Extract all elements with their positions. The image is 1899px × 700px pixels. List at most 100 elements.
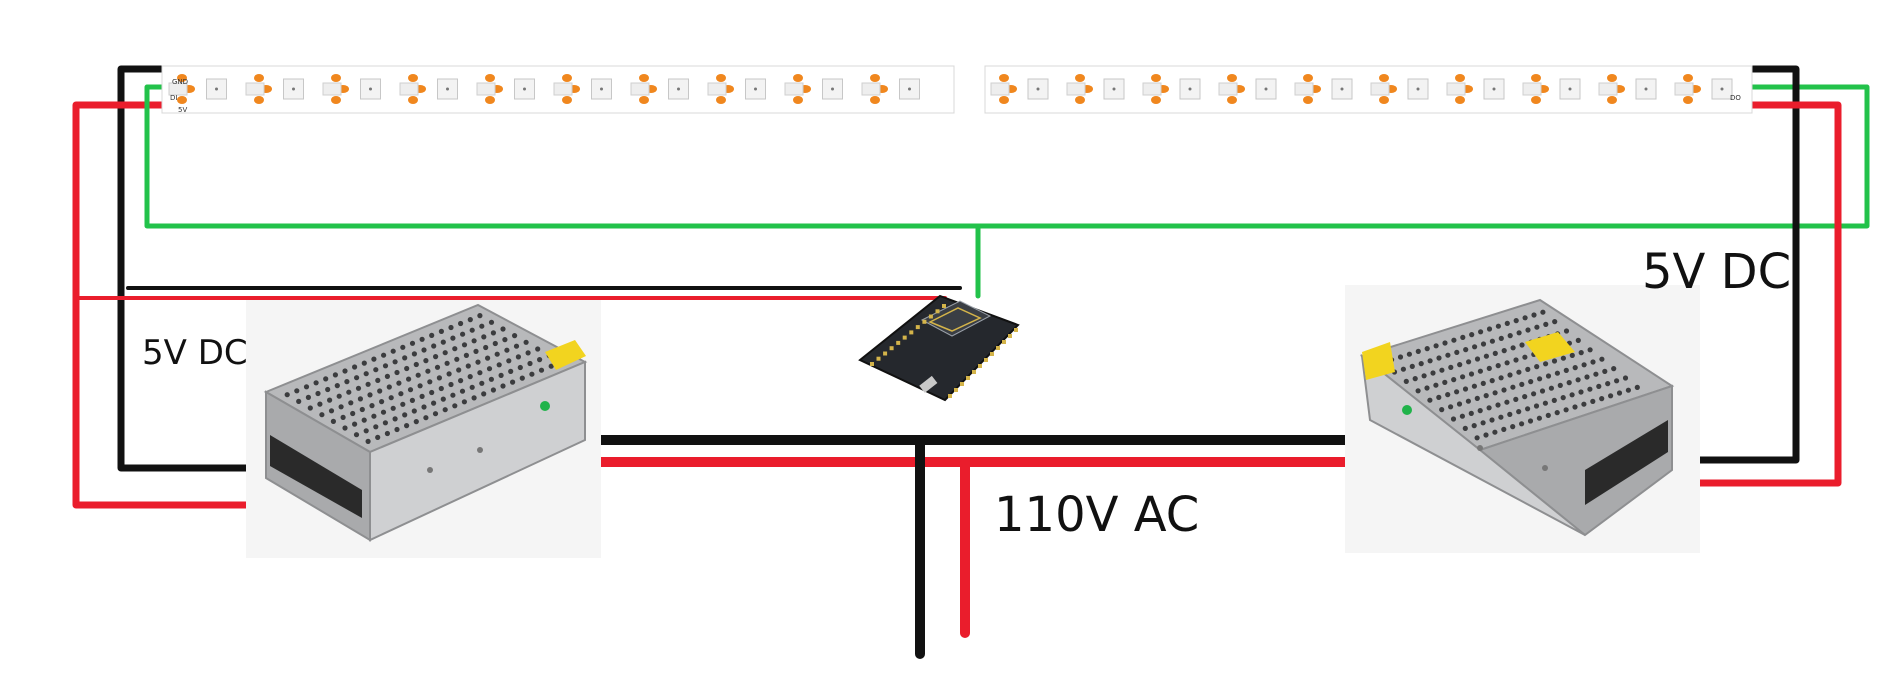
vent-hole bbox=[535, 346, 541, 352]
vent-hole bbox=[1480, 380, 1486, 386]
vent-hole bbox=[1516, 409, 1522, 415]
vent-hole bbox=[1566, 380, 1572, 386]
vent-hole bbox=[469, 327, 475, 333]
vent-hole bbox=[1492, 390, 1498, 396]
vent-hole bbox=[1489, 338, 1495, 344]
vent-hole bbox=[394, 369, 400, 376]
vent-hole bbox=[352, 421, 358, 427]
vent-hole bbox=[448, 381, 454, 388]
vent-hole bbox=[365, 381, 371, 387]
strip-led-chip bbox=[1407, 78, 1429, 100]
vent-hole bbox=[1599, 396, 1605, 402]
vent-hole bbox=[485, 355, 491, 361]
vent-hole bbox=[371, 356, 377, 362]
vent-hole bbox=[509, 379, 516, 385]
vent-hole bbox=[1590, 398, 1596, 404]
strip-led-chip bbox=[360, 78, 381, 100]
vent-hole bbox=[1519, 381, 1525, 387]
vent-hole bbox=[1436, 355, 1442, 361]
vent-hole bbox=[1492, 350, 1498, 356]
header-pin bbox=[984, 358, 988, 362]
vent-hole bbox=[488, 376, 494, 382]
vent-hole bbox=[463, 352, 469, 358]
vent-hole bbox=[1442, 340, 1448, 346]
vent-hole bbox=[438, 385, 444, 392]
vent-hole bbox=[1450, 416, 1457, 422]
mains-input-label: 110V AC bbox=[994, 487, 1199, 543]
vent-hole bbox=[1557, 382, 1563, 388]
vent-hole bbox=[1406, 351, 1412, 357]
vent-hole bbox=[504, 347, 510, 353]
vent-hole bbox=[1501, 348, 1507, 354]
vent-hole bbox=[1563, 328, 1570, 334]
vent-hole bbox=[342, 425, 348, 431]
header-pin bbox=[1014, 328, 1018, 332]
vent-hole bbox=[452, 403, 458, 409]
vent-hole bbox=[400, 401, 406, 407]
vent-hole bbox=[367, 392, 373, 398]
vent-hole bbox=[1433, 343, 1439, 349]
warning-label bbox=[1362, 342, 1395, 380]
vent-hole bbox=[492, 340, 498, 347]
vent-hole bbox=[1602, 368, 1608, 374]
header-pin bbox=[990, 352, 994, 356]
vent-hole bbox=[313, 380, 319, 386]
vent-hole bbox=[425, 368, 431, 374]
vent-hole bbox=[1563, 367, 1569, 373]
terminal-block bbox=[270, 435, 362, 518]
vent-hole bbox=[348, 400, 354, 406]
vent-hole bbox=[440, 396, 446, 402]
vent-hole bbox=[1584, 374, 1590, 380]
vent-hole bbox=[1451, 377, 1457, 383]
vent-hole bbox=[467, 317, 473, 323]
vent-hole bbox=[1590, 359, 1596, 365]
vent-hole bbox=[361, 417, 367, 423]
header-pin bbox=[1002, 340, 1006, 344]
vent-hole bbox=[1460, 334, 1466, 340]
vent-hole bbox=[481, 391, 487, 397]
header-pin bbox=[909, 330, 914, 335]
vent-hole bbox=[1578, 350, 1584, 356]
vent-hole bbox=[1462, 425, 1468, 431]
vent-hole bbox=[1460, 374, 1466, 380]
vent-hole bbox=[400, 344, 406, 350]
vent-hole bbox=[442, 350, 448, 356]
vent-hole bbox=[323, 376, 329, 382]
vent-hole bbox=[1412, 376, 1418, 382]
vent-hole bbox=[1596, 383, 1602, 389]
vent-hole bbox=[1474, 356, 1481, 362]
vent-hole bbox=[1513, 318, 1519, 324]
vent-hole bbox=[1495, 363, 1501, 369]
vent-hole bbox=[1459, 413, 1465, 419]
vent-hole bbox=[1403, 378, 1409, 384]
vent-hole bbox=[1522, 354, 1528, 360]
vent-hole bbox=[1593, 371, 1599, 377]
vent-hole bbox=[498, 372, 504, 378]
vent-hole bbox=[1525, 366, 1531, 372]
vent-hole bbox=[1507, 333, 1513, 339]
vent-hole bbox=[1424, 385, 1430, 391]
vent-hole bbox=[431, 343, 437, 349]
vent-hole bbox=[427, 379, 433, 385]
header-pin bbox=[902, 335, 907, 340]
vent-hole bbox=[1474, 435, 1480, 441]
vent-hole bbox=[1454, 389, 1460, 395]
vent-hole bbox=[442, 407, 448, 413]
vent-hole bbox=[1489, 417, 1495, 423]
header-pin bbox=[896, 340, 901, 345]
vent-hole bbox=[1560, 355, 1566, 361]
vent-hole bbox=[1424, 346, 1430, 352]
vent-hole bbox=[517, 364, 523, 371]
vent-hole bbox=[1448, 404, 1454, 410]
vent-hole bbox=[404, 423, 410, 429]
data-wire bbox=[144, 84, 1870, 229]
vent-hole bbox=[1531, 312, 1537, 318]
vent-hole bbox=[1400, 366, 1406, 372]
vent-hole bbox=[1543, 361, 1549, 367]
vent-hole bbox=[1463, 347, 1469, 353]
vent-hole bbox=[330, 418, 336, 424]
strip-led-chip bbox=[591, 78, 612, 100]
vent-hole bbox=[1522, 394, 1528, 400]
vent-hole bbox=[415, 372, 421, 378]
vent-hole bbox=[396, 380, 402, 386]
